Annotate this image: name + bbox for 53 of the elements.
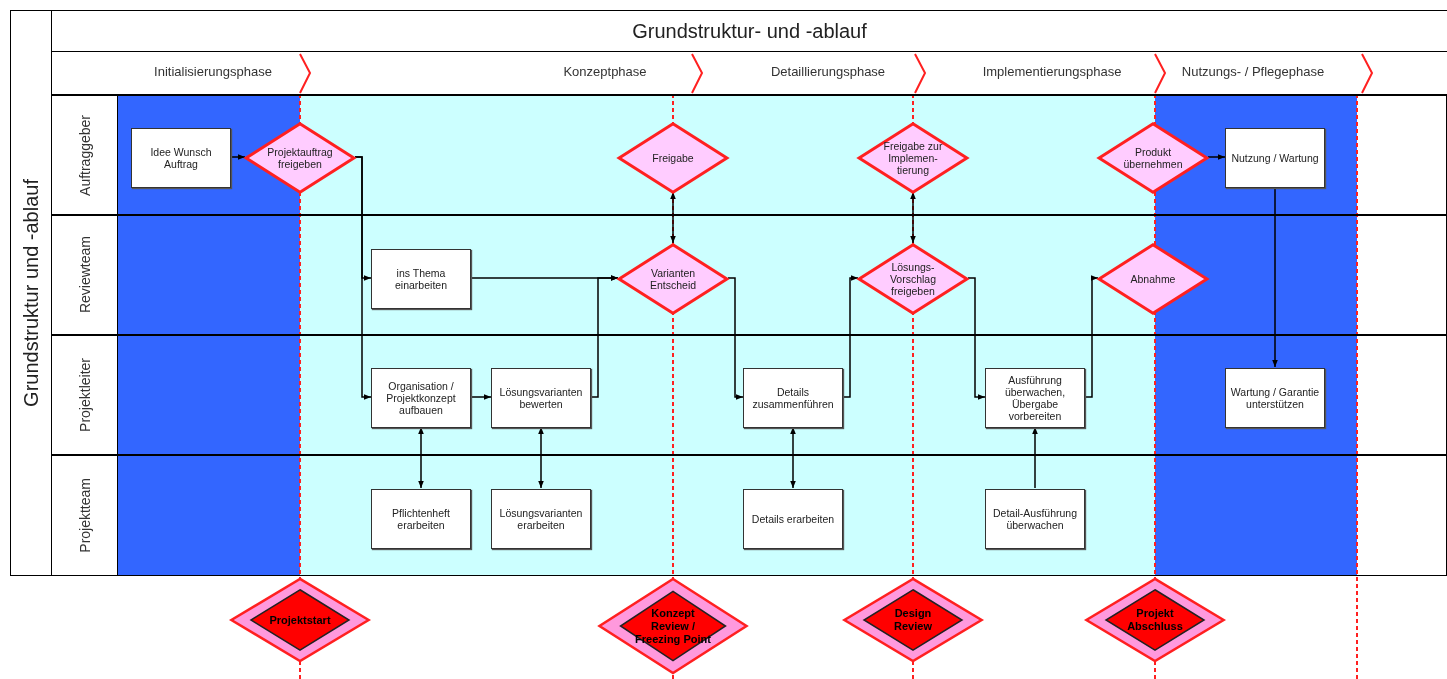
milestone-diamond: Design Review [843, 578, 983, 662]
process-box: Lösungsvarianten bewerten [491, 368, 591, 428]
process-box: Detail-Ausführung überwachen [985, 489, 1085, 549]
arrow [790, 426, 796, 489]
decision-diamond: Projektauftrag freigeben [245, 123, 355, 193]
arrow [1032, 426, 1038, 489]
decision-diamond: Freigabe [618, 123, 728, 193]
arrow [727, 277, 744, 400]
arrow [538, 426, 544, 489]
side-title: Grundstruktur und -ablauf [19, 179, 43, 407]
arrow [1207, 154, 1226, 160]
arrow [967, 277, 986, 400]
process-box: Ausführung überwachen, Übergabe vorbereiten [985, 368, 1085, 428]
arrow [590, 275, 619, 398]
arrow [230, 154, 246, 160]
decision-diamond: Produkt übernehmen [1098, 123, 1208, 193]
decision-diamond: Abnahme [1098, 244, 1208, 314]
phase-label: Detaillierungsphase [770, 64, 886, 79]
arrow [910, 191, 916, 244]
process-box: Details erarbeiten [743, 489, 843, 549]
lane-label: Reviewteam [76, 236, 93, 314]
process-box: Wartung / Garantie unterstützen [1225, 368, 1325, 428]
process-box: Nutzung / Wartung [1225, 128, 1325, 188]
process-box: Lösungsvarianten erarbeiten [491, 489, 591, 549]
phase-label: Konzeptphase [563, 64, 647, 79]
decision-diamond: Freigabe zur Implemen- tierung [858, 123, 968, 193]
title-header: Grundstruktur- und -ablauf [52, 10, 1447, 52]
arrow [842, 275, 859, 398]
decision-diamond: Varianten Entscheid [618, 244, 728, 314]
arrow [470, 394, 492, 400]
phase-label: Initialisierungsphase [154, 64, 272, 79]
process-box: Organisation / Projektkonzept aufbauen [371, 368, 471, 428]
lane-label: Projektteam [76, 478, 93, 553]
arrow [354, 156, 372, 400]
lane-label: Projektleiter [76, 358, 93, 432]
milestone-diamond: Projektstart [230, 578, 370, 662]
decision-diamond: Lösungs- Vorschlag freigeben [858, 244, 968, 314]
lane-label: Auftraggeber [76, 114, 93, 196]
process-box: Idee Wunsch Auftrag [131, 128, 231, 188]
swimlane [52, 335, 1447, 455]
phase-label: Nutzungs- / Pflegephase [1181, 64, 1325, 79]
phase-label: Implementierungsphase [982, 64, 1122, 79]
arrow [418, 426, 424, 489]
process-box: Details zusammenführen [743, 368, 843, 428]
process-box: Pflichtenheft erarbeiten [371, 489, 471, 549]
swimlane [52, 455, 1447, 576]
swimlane [52, 95, 1447, 215]
arrow [670, 191, 676, 244]
milestone-diamond: Projekt Abschluss [1085, 578, 1225, 662]
arrow [1084, 275, 1099, 398]
process-box: ins Thema einarbeiten [371, 249, 471, 309]
swimlane [52, 215, 1447, 335]
arrow [1272, 186, 1278, 368]
